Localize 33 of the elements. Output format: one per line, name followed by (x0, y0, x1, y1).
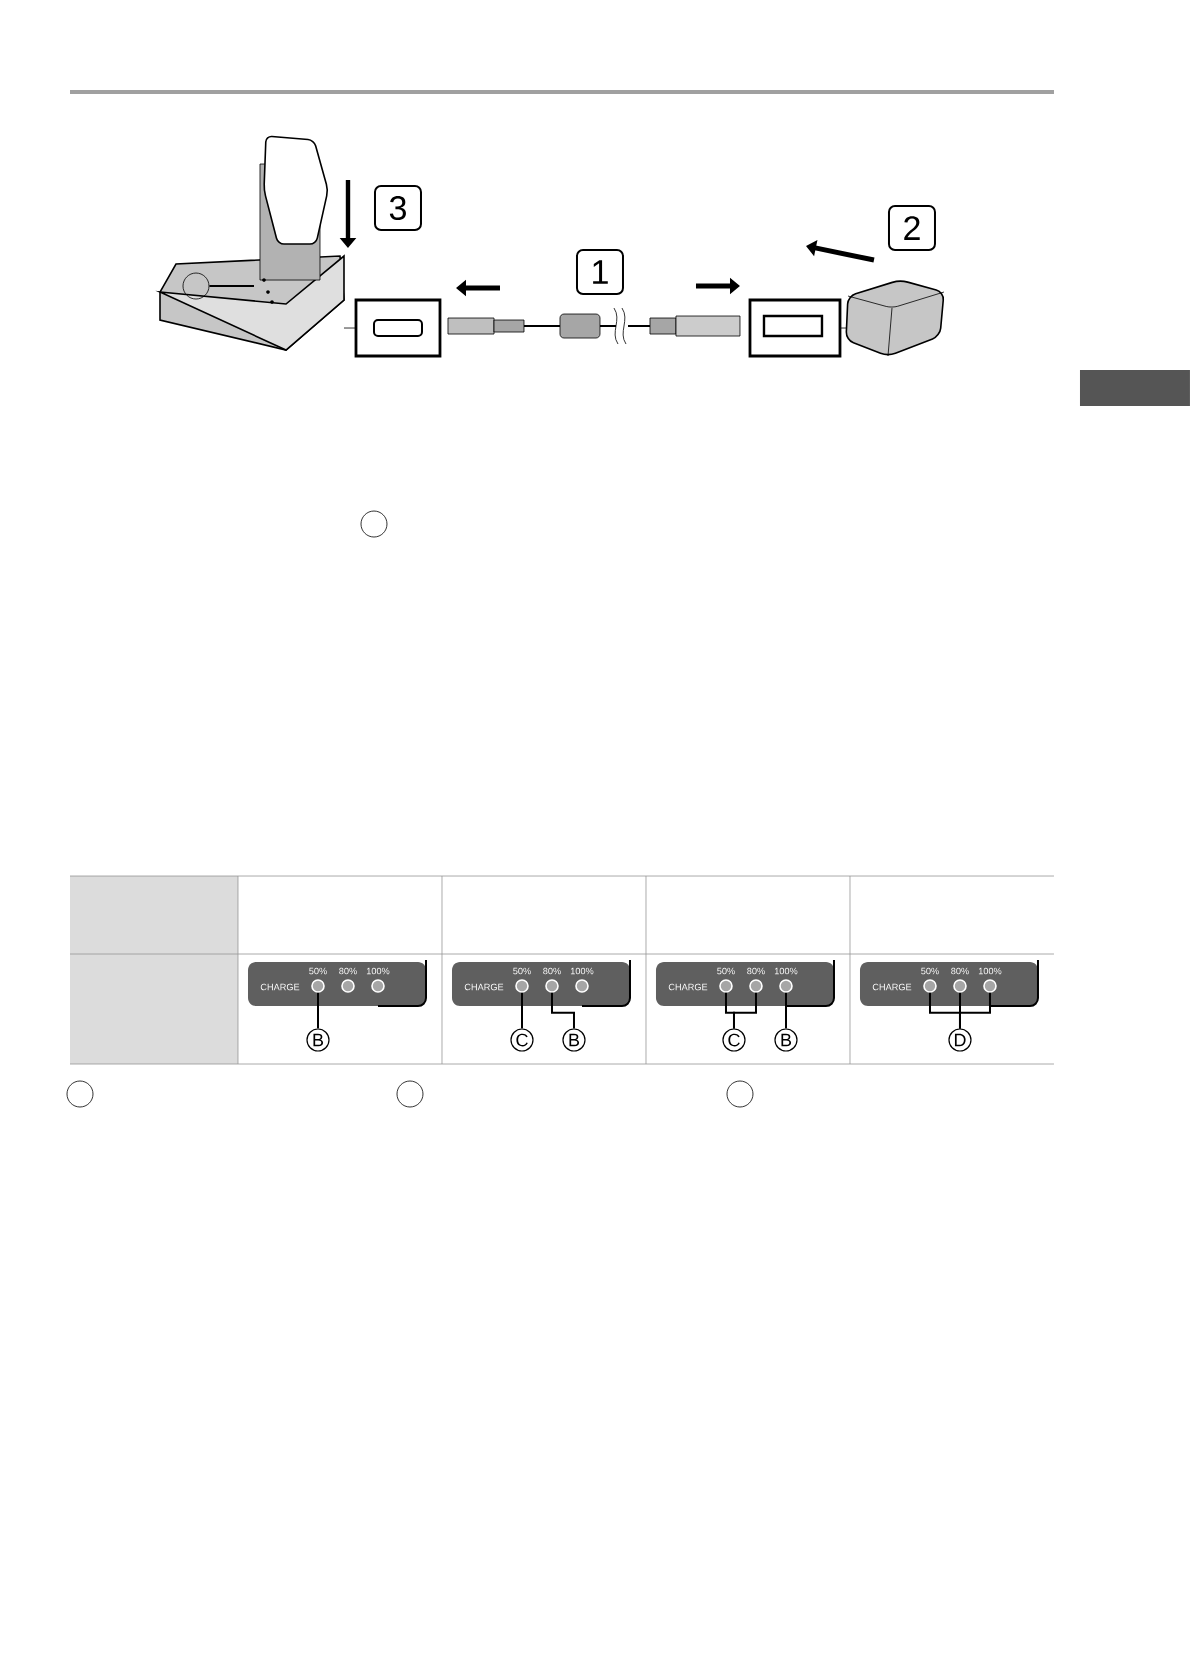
indicator-lamp (371, 979, 385, 993)
step-number: 3 (374, 185, 422, 231)
indicator-lamp (953, 979, 967, 993)
leader-line (785, 991, 787, 1030)
indicator-lamp (749, 979, 763, 993)
callout-letter: D (948, 1028, 972, 1052)
circle-marker (66, 1080, 94, 1108)
callout-letter: B (306, 1028, 330, 1052)
circle-marker (182, 272, 210, 300)
indicator-lamp (779, 979, 793, 993)
circle-marker (360, 510, 388, 538)
indicator-lamp (719, 979, 733, 993)
circle-marker (396, 1080, 424, 1108)
leader-line (959, 991, 991, 1030)
leader-line (317, 991, 319, 1030)
indicator-lamp (545, 979, 559, 993)
callout-letter: B (562, 1028, 586, 1052)
step-number: 1 (576, 249, 624, 295)
indicator-lamp (341, 979, 355, 993)
callout-letter: B (774, 1028, 798, 1052)
indicator-lamp (923, 979, 937, 993)
leader-line (733, 991, 757, 1030)
leader-line (551, 991, 575, 1030)
indicator-lamp (983, 979, 997, 993)
indicator-lamp (575, 979, 589, 993)
callout-letter: C (722, 1028, 746, 1052)
indicator-lamp (311, 979, 325, 993)
callout-letter: C (510, 1028, 534, 1052)
leader-line (208, 285, 255, 288)
circle-marker (726, 1080, 754, 1108)
leader-line (521, 991, 523, 1030)
step-number: 2 (888, 205, 936, 252)
indicator-lamp (515, 979, 529, 993)
